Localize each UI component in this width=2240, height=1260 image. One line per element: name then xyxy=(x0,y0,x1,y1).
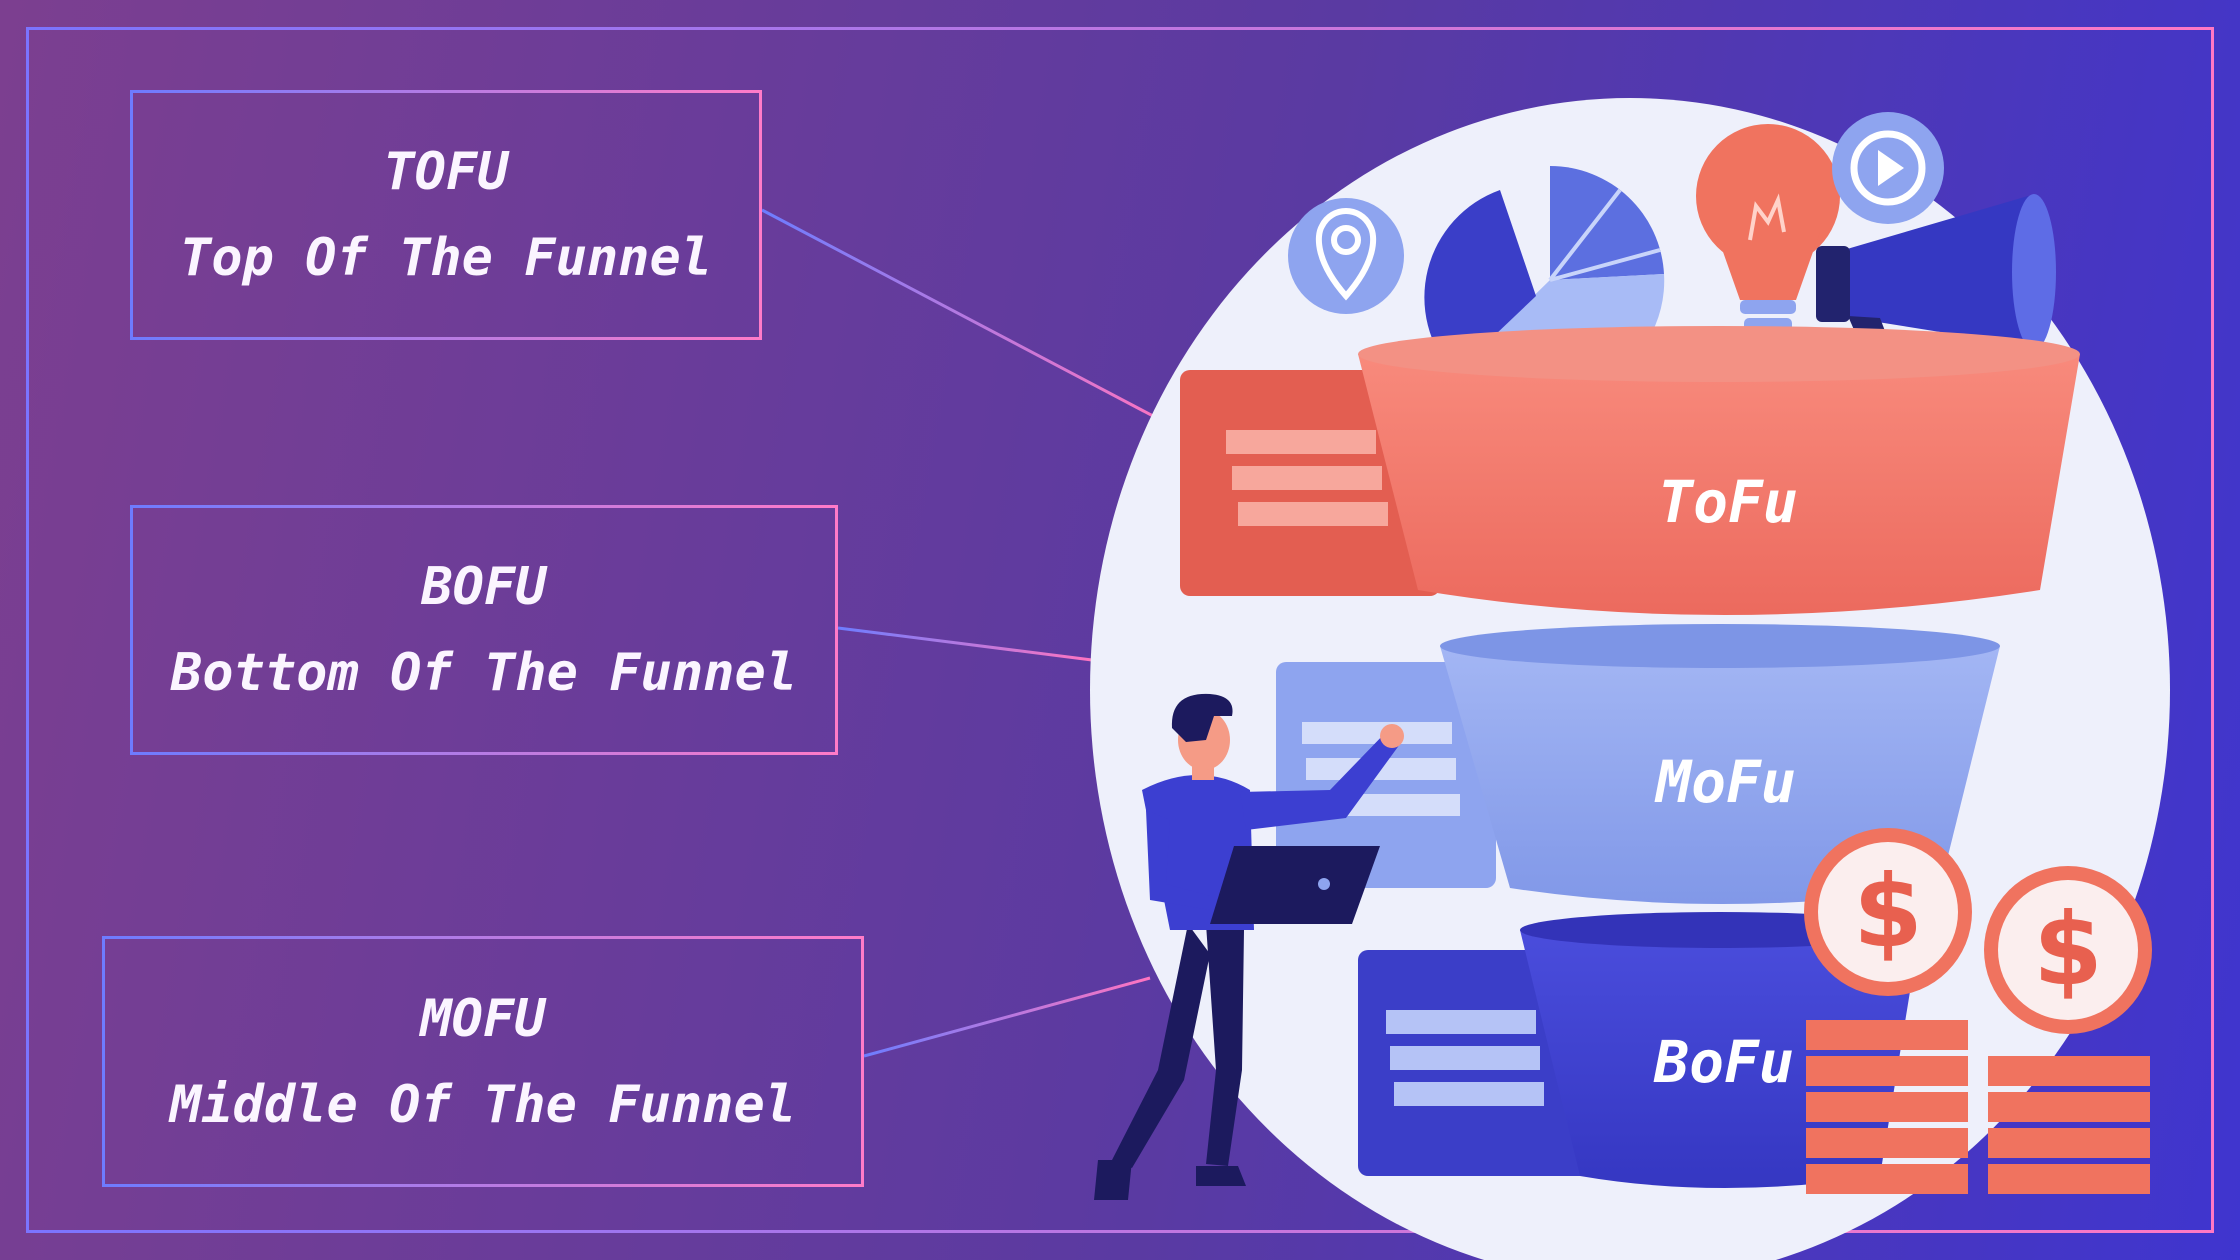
dollar-coin-icon: $ xyxy=(1804,828,1972,996)
dollar-coin-icon: $ xyxy=(1984,866,2152,1034)
dollar-symbol: $ xyxy=(1853,853,1923,970)
bofu-full-name: Bottom Of The Funnel xyxy=(170,643,798,703)
funnel-label-tofu: ToFu xyxy=(1658,468,1798,536)
dollar-symbol: $ xyxy=(2033,891,2103,1008)
coin-stack-left xyxy=(1806,1020,1968,1194)
mofu-label-box: MOFU Middle Of The Funnel xyxy=(102,936,864,1187)
funnel-label-bofu: BoFu xyxy=(1653,1028,1794,1096)
coin-stack-right xyxy=(1988,1056,2150,1194)
mofu-code: MOFU xyxy=(420,988,546,1049)
bofu-label-box: BOFU Bottom Of The Funnel xyxy=(130,505,838,755)
tofu-side-card xyxy=(1180,370,1440,596)
tofu-full-name: Top Of The Funnel xyxy=(179,228,713,288)
mofu-full-name: Middle Of The Funnel xyxy=(169,1074,797,1135)
play-button-icon xyxy=(1832,112,1944,224)
tofu-code: TOFU xyxy=(383,142,509,202)
tofu-label-box: TOFU Top Of The Funnel xyxy=(130,90,762,340)
connector-tofu xyxy=(761,208,1173,428)
location-pin-icon xyxy=(1288,198,1404,314)
connector-mofu xyxy=(863,976,1151,1058)
person-with-laptop-figure xyxy=(1094,693,1404,1200)
funnel-label-mofu: MoFu xyxy=(1654,748,1796,816)
bofu-code: BOFU xyxy=(421,557,547,617)
connector-bofu xyxy=(837,626,1093,662)
tofu-funnel-section: ToFu xyxy=(1358,326,2080,615)
